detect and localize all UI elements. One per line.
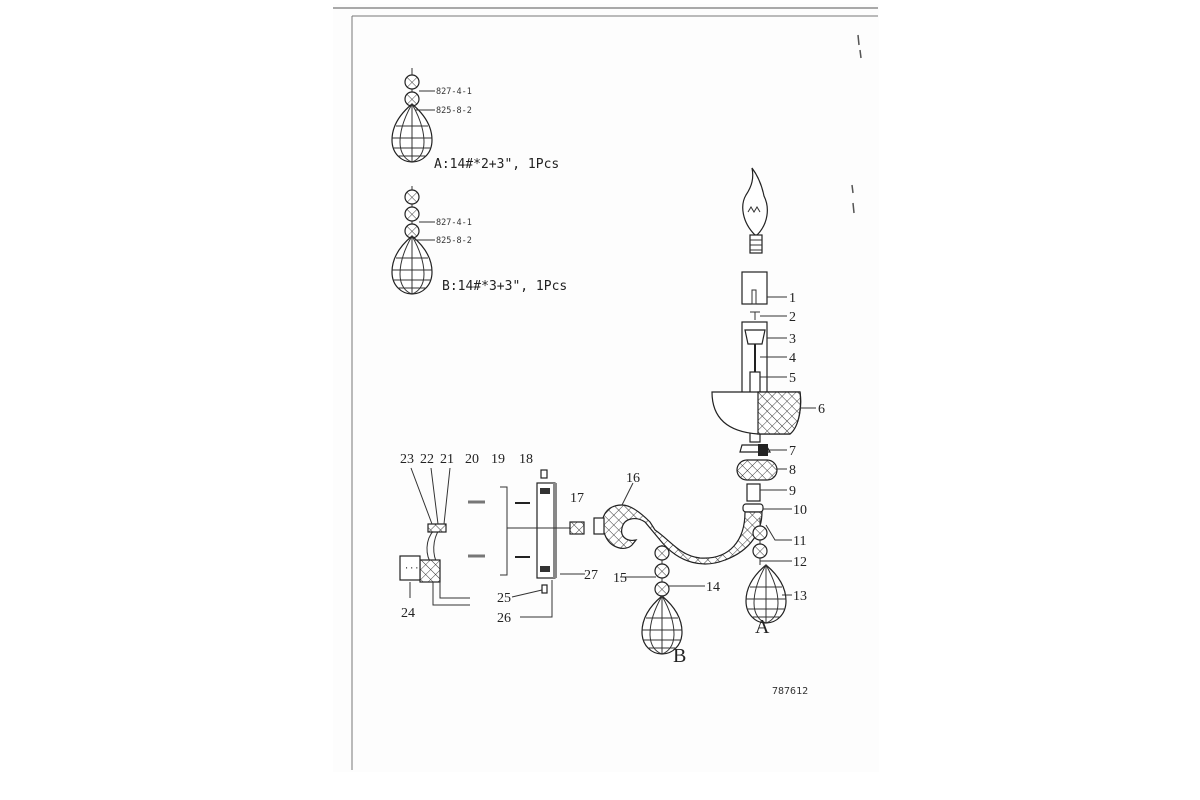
part-label-10: 10 [793,503,807,518]
crystal-set-caption: A:14#*2+3", 1Pcs [434,157,559,172]
chain-label-b: B [673,645,686,667]
part-label-13: 13 [793,589,807,604]
part-label-2: 2 [789,310,796,325]
part-label-12: 12 [793,555,807,570]
part-label-24: 24 [401,606,415,621]
part-label-23: 23 [400,452,414,467]
part-label-17: 17 [570,491,584,506]
part-label-16: 16 [626,471,640,486]
wall-mount-assembly: ··· [399,467,585,618]
terminal-block-24 [399,555,421,581]
bead-code-label: 825-8-2 [436,106,472,116]
part-label-9: 9 [789,484,796,499]
part-label-5: 5 [789,371,796,386]
part-label-21: 21 [440,452,454,467]
part-label-19: 19 [491,452,505,467]
chain-label-a: A [755,616,770,638]
socket-cover [741,271,768,305]
leader-lines [620,296,816,596]
part-label-3: 3 [789,332,796,347]
scroll-arm [601,504,763,565]
part-label-14: 14 [706,580,720,595]
svg-text:···: ··· [404,564,419,574]
bead-code-label: 827-4-1 [436,87,472,97]
part-label-22: 22 [420,452,434,467]
candle-bulb [742,167,768,236]
model-number: 787612 [772,686,808,697]
part-label-8: 8 [789,463,796,478]
bead-code-label: 825-8-2 [436,236,472,246]
threaded-nipple [569,521,585,535]
part-labels: 1 2 3 4 5 6 7 8 9 10 11 12 13 14 15 16 1… [400,291,825,626]
bead-code-label: 827-4-1 [436,218,472,228]
lamp-column [593,167,802,655]
part-label-26: 26 [497,611,511,626]
backplate [536,482,556,579]
part-label-18: 18 [519,452,533,467]
crystal-set-caption: B:14#*3+3", 1Pcs [442,279,567,294]
part-label-4: 4 [789,351,796,366]
crystal-set-a: 827-4-1 825-8-2 A:14#*2+3", 1Pcs [391,68,559,172]
crystal-set-b: 827-4-1 825-8-2 B:14#*3+3", 1Pcs [391,186,567,295]
part-label-25: 25 [497,591,511,606]
part-label-7: 7 [789,444,796,459]
part-label-1: 1 [789,291,796,306]
part-label-6: 6 [818,402,825,417]
part-label-15: 15 [613,571,627,586]
part-label-11: 11 [793,534,806,549]
part-label-27: 27 [584,568,598,583]
crystal-bead-8 [736,459,778,481]
part-label-20: 20 [465,452,479,467]
scan-speck [851,34,862,214]
